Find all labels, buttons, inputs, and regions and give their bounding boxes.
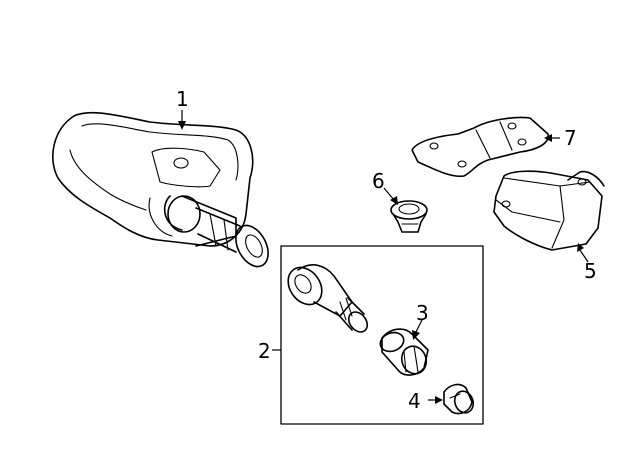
valve-cap-icon (379, 328, 429, 376)
tire-pressure-sensor-icon (52, 111, 269, 268)
callout-1: 1 (176, 87, 189, 111)
callout-4: 4 (408, 389, 421, 413)
valve-stem-icon (287, 264, 369, 333)
callout-5: 5 (584, 259, 597, 283)
callout-2: 2 (258, 339, 271, 363)
valve-core-cap-icon (443, 383, 475, 415)
mounting-bracket-icon (411, 116, 549, 178)
callout-6: 6 (372, 169, 385, 193)
control-module-icon (493, 170, 605, 251)
callout-7: 7 (564, 126, 577, 150)
grommet-icon (390, 200, 428, 233)
kit-box (280, 245, 484, 425)
callout-3: 3 (416, 301, 429, 325)
